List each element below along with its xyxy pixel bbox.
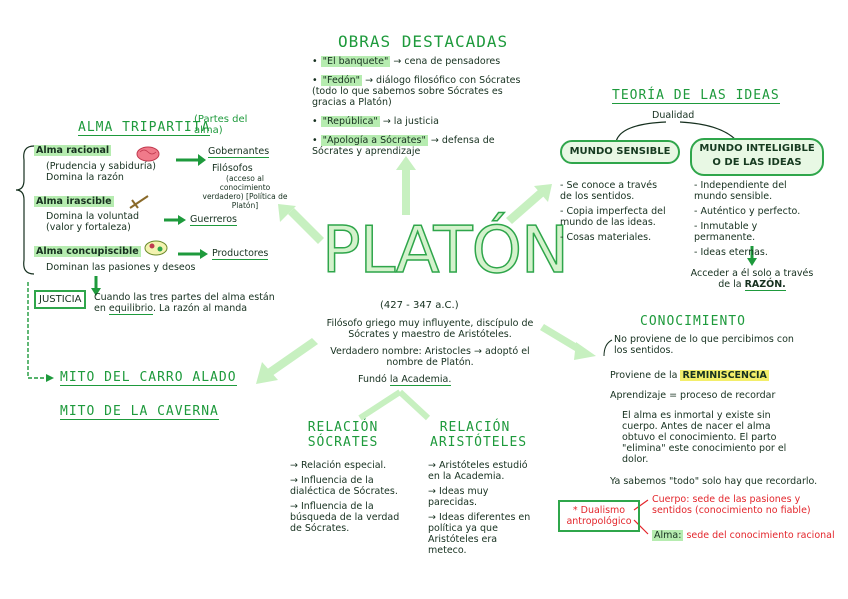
center-desc: Filósofo griego muy influyente, discípul… (314, 318, 546, 340)
conoc-l2: Proviene de la REMINISCENCIA (610, 370, 769, 381)
obras-title: OBRAS DESTACADAS (338, 32, 508, 51)
conoc-l5: Ya sabemos "todo" solo hay que recordarl… (610, 476, 817, 487)
arrow-up (402, 168, 410, 215)
productores: Productores (212, 248, 268, 260)
justicia-box: JUSTICIA (34, 290, 86, 309)
guerreros: Guerreros (190, 214, 237, 226)
arrow-downright-head (574, 342, 596, 360)
alma-concupiscible: Alma concupiscible (34, 246, 141, 257)
founded-prefix: Fundó (358, 374, 387, 385)
alma-irascible-desc: Domina la voluntad (valor y fortaleza) (46, 211, 158, 233)
real-name: Verdadero nombre: Aristocles → adoptó el… (312, 346, 548, 368)
mundo-sensible: MUNDO SENSIBLE (560, 140, 680, 164)
list-item: → Relación especial. (290, 460, 408, 471)
list-item: → Influencia de la búsqueda de la verdad… (290, 501, 408, 534)
list-item: - Cosas materiales. (560, 232, 670, 243)
conoc-l3: Aprendizaje = proceso de recordar (610, 390, 775, 401)
cuerpo: Cuerpo: sede de las pasiones y sentidos … (652, 494, 828, 516)
ideas-title: TEORÍA DE LAS IDEAS (612, 88, 780, 104)
filosofos: Filósofos (212, 163, 253, 174)
list-item: → Influencia de la dialéctica de Sócrate… (290, 475, 408, 497)
alma-irascible: Alma irascible (34, 196, 114, 207)
aristoteles-title: RELACIÓN ARISTÓTELES (430, 420, 520, 450)
mito-carro: MITO DEL CARRO ALADO (60, 370, 237, 386)
list-item: - Copia imperfecta del mundo de las idea… (560, 206, 670, 228)
alma-racional: Alma racional (34, 145, 144, 156)
arrow-up-head (396, 156, 416, 170)
list-item: - Se conoce a través de los sentidos. (560, 180, 670, 202)
arrow-upleft (288, 208, 324, 244)
dualidad: Dualidad (652, 110, 694, 121)
founded: Fundó la Academia. (358, 374, 451, 385)
acceso-razon: Acceder a él solo a través de la RAZÓN. (684, 268, 820, 290)
page-title: PLATÓN (322, 214, 568, 288)
food-icon (145, 241, 167, 255)
list-item: - Independiente del mundo sensible. (694, 180, 814, 202)
conoc-l4: El alma es inmortal y existe sin cuerpo.… (622, 410, 802, 465)
obra-item: • "Fedón" → diálogo filosófico con Sócra… (312, 75, 528, 108)
list-item: - Ideas eternas. (694, 247, 814, 258)
arrow-downleft (266, 338, 318, 376)
mundo-inteligible: MUNDO INTELIGIBLE O DE LAS IDEAS (690, 138, 824, 176)
alma-subtitle: (Partes del alma) (194, 114, 252, 136)
dates: (427 - 347 a.C.) (380, 300, 459, 311)
list-item: → Ideas diferentes en política ya que Ar… (428, 512, 534, 556)
list-item: → Aristóteles estudió en la Academia. (428, 460, 534, 482)
sensible-list: - Se conoce a través de los sentidos. - … (560, 180, 670, 247)
socrates-list: → Relación especial. → Influencia de la … (290, 460, 408, 538)
gobernantes: Gobernantes (208, 146, 269, 158)
alma-racional-desc: (Prudencia y sabiduría) Domina la razón (46, 161, 166, 183)
obra-item: • "Apología a Sócrates" → defensa de Sóc… (312, 135, 528, 157)
split-arrow (360, 392, 428, 418)
sword-icon (130, 196, 148, 208)
justicia-desc: Cuando las tres partes del alma están en… (94, 292, 286, 314)
obra-item: • "República" → la justicia (312, 116, 528, 127)
obra-item: • "El banquete" → cena de pensadores (312, 56, 528, 67)
list-item: - Inmutable y permanente. (694, 221, 814, 243)
filosofos-note: (acceso al conocimiento verdadero) [Polí… (200, 174, 290, 210)
mito-caverna: MITO DE LA CAVERNA (60, 404, 219, 420)
alma-concupiscible-desc: Dominan las pasiones y deseos (46, 262, 206, 273)
conoc-l1: No proviene de lo que percibimos con los… (614, 334, 794, 356)
conocimiento-title: CONOCIMIENTO (640, 314, 746, 329)
obras-list: • "El banquete" → cena de pensadores • "… (312, 56, 528, 157)
alma-bracket (16, 146, 34, 274)
aristoteles-list: → Aristóteles estudió en la Academia. → … (428, 460, 534, 560)
dualismo-box: * Dualismo antropológico (558, 500, 640, 532)
socrates-title: RELACIÓN SÓCRATES (306, 420, 380, 450)
list-item: - Auténtico y perfecto. (694, 206, 814, 217)
alma-title: ALMA TRIPARTITA (78, 120, 210, 136)
academia-link: la Academia. (390, 374, 451, 386)
inteligible-list: - Independiente del mundo sensible. - Au… (694, 180, 814, 262)
list-item: → Ideas muy parecidas. (428, 486, 534, 508)
alma-sede: Alma: sede del conocimiento racional (652, 530, 835, 541)
